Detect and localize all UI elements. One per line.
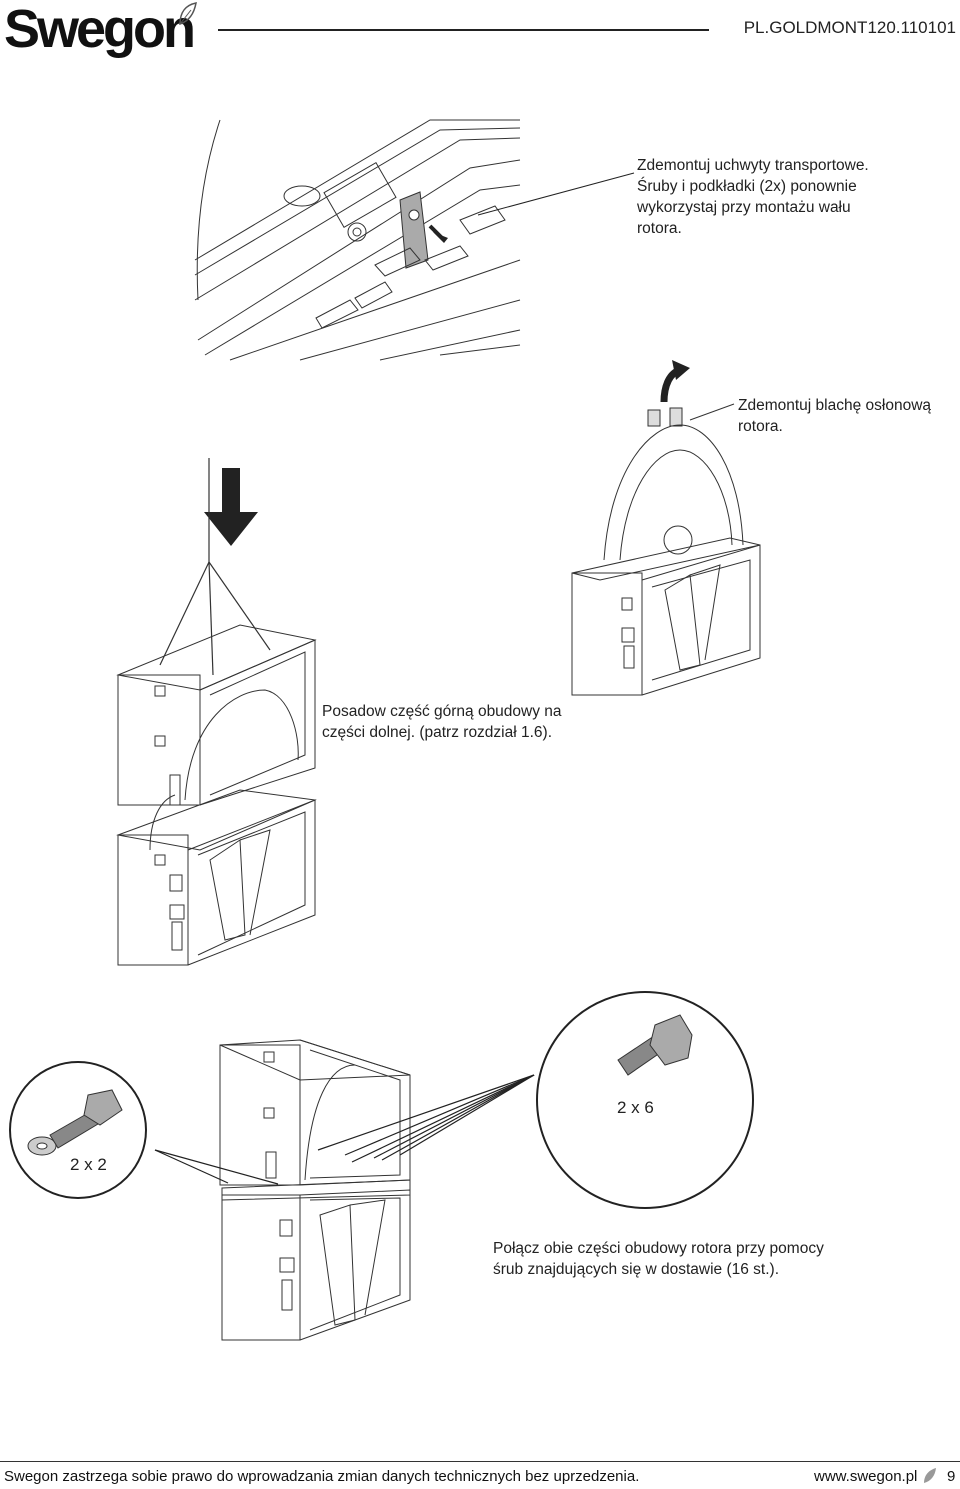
- footer-disclaimer: Swegon zastrzega sobie prawo do wprowadz…: [4, 1468, 640, 1485]
- leaf-logo-icon: [179, 2, 197, 26]
- leaf-icon: [924, 1468, 936, 1483]
- step1-caption: Zdemontuj uchwyty transportowe. Śruby i …: [637, 157, 869, 237]
- step2-caption: Zdemontuj blachę osłonową rotora.: [738, 397, 932, 435]
- swegon-logo: Swegon: [4, 0, 196, 59]
- page-number: 9: [947, 1468, 956, 1485]
- bolt-left-quantity: 2 x 2: [70, 1155, 107, 1174]
- step3-caption: Posadow część górną obudowy na części do…: [322, 703, 562, 741]
- document-code: PL.GOLDMONT120.110101: [743, 18, 956, 37]
- footer-website-link[interactable]: www.swegon.pl: [814, 1468, 918, 1485]
- step4-caption: Połącz obie części obudowy rotora przy p…: [493, 1240, 824, 1278]
- footer-rule: [0, 1461, 960, 1462]
- bolt-right-quantity: 2 x 6: [617, 1098, 654, 1117]
- header-rule: [218, 29, 709, 31]
